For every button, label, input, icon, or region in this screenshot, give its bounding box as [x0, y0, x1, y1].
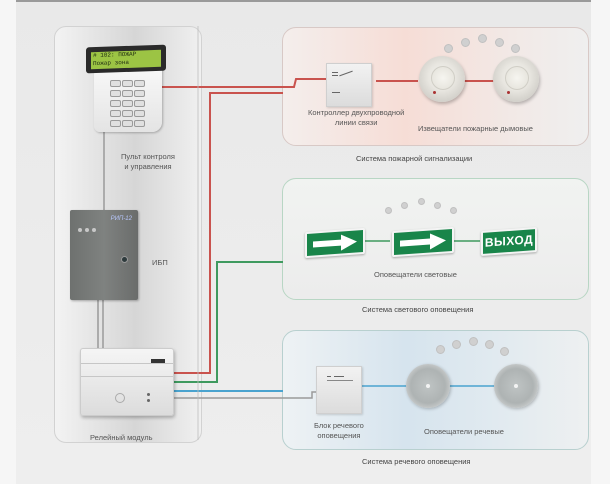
- smoke-detector-icon: [419, 56, 465, 102]
- light-alerts-label: Оповещатели световые: [374, 270, 457, 279]
- smoke-detector-icon: [493, 56, 539, 102]
- signal-wave-icon: [478, 34, 487, 43]
- signal-wave-icon: [444, 44, 453, 53]
- keypad-display: # 102: ПОЖАР Пожар зона: [91, 49, 161, 70]
- signal-wave-icon: [385, 207, 392, 214]
- relay-panel-band: [81, 363, 173, 377]
- signal-wave-icon: [450, 207, 457, 214]
- ups-indicator: [92, 228, 96, 232]
- signal-wave-icon: [485, 340, 494, 349]
- signal-wave-icon: [418, 198, 425, 205]
- relay-brand-tag: [151, 359, 165, 363]
- power-wire-relay-voice: [172, 391, 316, 399]
- speaker-icon: [406, 364, 450, 408]
- fire-line-controller-device: [326, 63, 372, 107]
- ups-indicator: [85, 228, 89, 232]
- fire-controller-label: Контроллер двухпроводной линии связи: [308, 108, 405, 127]
- voice-alert-block-device: [316, 366, 362, 414]
- keypad-label: Пульт контроля и управления: [121, 152, 175, 171]
- relay-module-device: [80, 348, 174, 416]
- ups-lock-icon: [121, 256, 128, 263]
- relay-button-icon: [115, 393, 125, 403]
- signal-wave-icon: [469, 337, 478, 346]
- signal-wave-icon: [495, 38, 504, 47]
- smoke-detectors-label: Извещатели пожарные дымовые: [418, 124, 533, 133]
- speaker-icon: [494, 364, 538, 408]
- ups-device: РИП-12: [70, 210, 138, 300]
- signal-wave-icon: [434, 202, 441, 209]
- fire-signal-wire-relay: [172, 92, 283, 374]
- voice-block-label: Блок речевого оповещения: [314, 421, 364, 440]
- ups-brand-label: РИП-12: [110, 216, 132, 222]
- signal-wave-icon: [436, 345, 445, 354]
- light-system-title: Система светового оповещения: [362, 305, 474, 314]
- signal-wave-icon: [511, 44, 520, 53]
- exit-sign: ВЫХОД: [481, 227, 537, 256]
- fire-system-title: Система пожарной сигнализации: [356, 154, 473, 163]
- exit-arrow-sign-icon: [392, 226, 454, 258]
- relay-led: [147, 399, 150, 402]
- signal-wave-icon: [461, 38, 470, 47]
- light-signal-wire: [172, 261, 283, 383]
- signal-wave-icon: [500, 347, 509, 356]
- signal-wave-icon: [401, 202, 408, 209]
- fire-signal-wire-keypad: [160, 78, 326, 88]
- speakers-label: Оповещатели речевые: [424, 427, 504, 436]
- exit-arrow-sign-icon: [305, 227, 365, 259]
- ups-indicator: [78, 228, 82, 232]
- relay-led: [147, 393, 150, 396]
- keypad-display-frame: # 102: ПОЖАР Пожар зона: [86, 44, 166, 74]
- keypad-buttons: [110, 80, 145, 127]
- ups-label: ИБП: [152, 258, 168, 267]
- relay-label: Релейный модуль: [90, 433, 153, 442]
- keypad-display-line-2: Пожар зона: [93, 58, 130, 68]
- control-keypad-device: # 102: ПОЖАР Пожар зона: [86, 44, 166, 132]
- voice-system-title: Система речевого оповещения: [362, 457, 471, 466]
- signal-wave-icon: [452, 340, 461, 349]
